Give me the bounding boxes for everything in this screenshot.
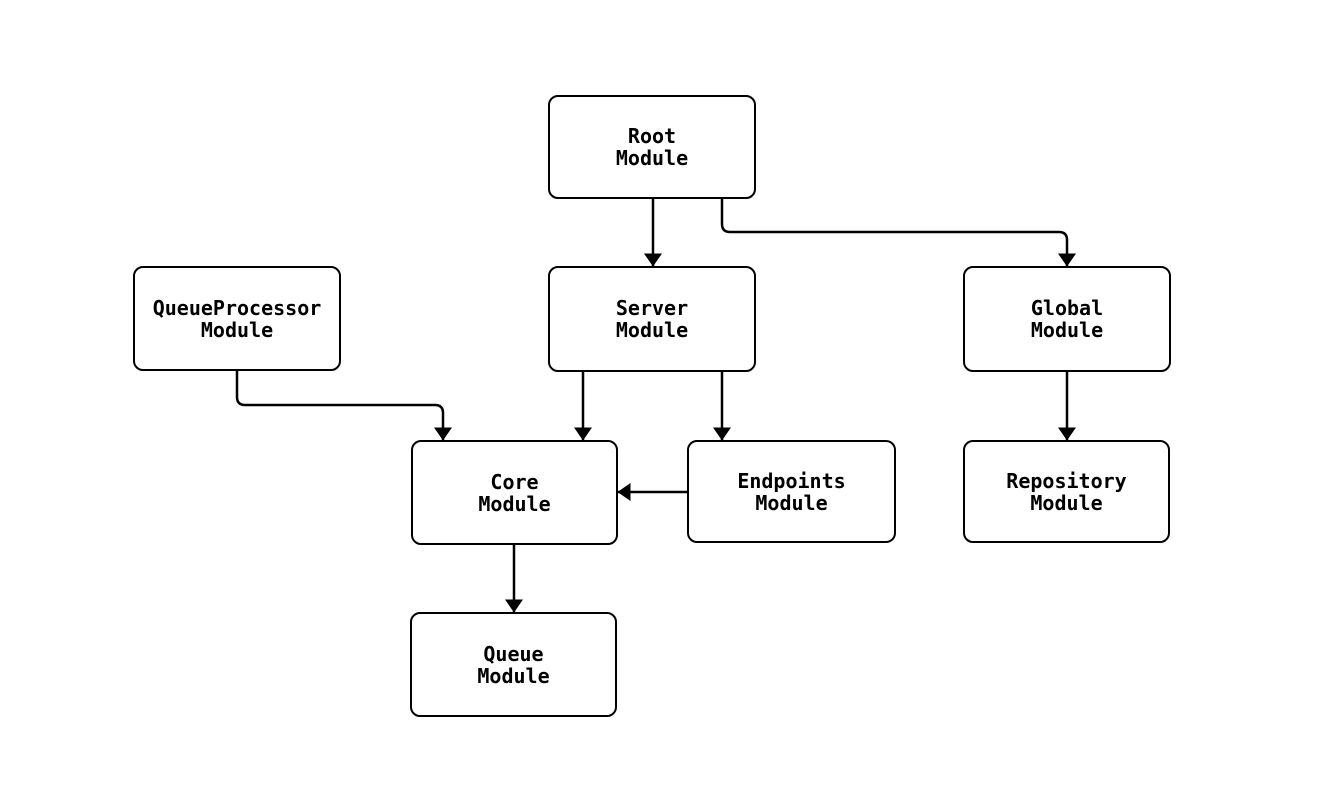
- node-label-line: Queue: [483, 641, 544, 666]
- node-label-line: Module: [1030, 318, 1104, 342]
- node-label-line: Module: [200, 317, 274, 342]
- node-label-line: Core: [490, 469, 539, 494]
- node-label-line: Module: [615, 318, 689, 342]
- node-label-line: Module: [478, 491, 551, 516]
- node-label-line: Server: [615, 296, 689, 320]
- node-label-line: Module: [1030, 490, 1103, 515]
- node-label-line: Root: [627, 124, 677, 148]
- node-label-line: Global: [1030, 296, 1104, 320]
- node-label-line: QueueProcessor: [152, 295, 322, 320]
- edge-queueprocessor-to-core: [235, 371, 452, 441]
- node-label-line: Module: [615, 146, 689, 170]
- node-label-line: Module: [755, 490, 828, 515]
- edge-root-to-global: [720, 199, 1076, 267]
- node-label-line: Endpoints: [737, 468, 846, 493]
- node-label-line: Module: [477, 663, 550, 688]
- node-label-line: Repository: [1006, 468, 1127, 493]
